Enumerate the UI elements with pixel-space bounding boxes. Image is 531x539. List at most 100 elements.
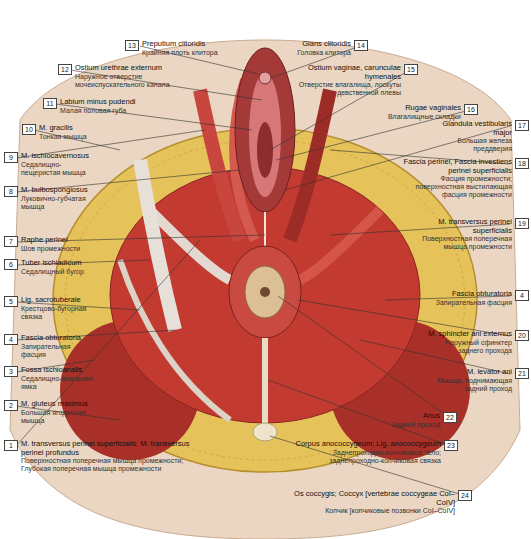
callout-number: 11: [43, 98, 57, 109]
russian-term: Шов промежности: [21, 245, 80, 253]
latin-term: Fascia obturatoria: [436, 290, 512, 299]
leader-line: [34, 130, 120, 150]
callout-number: 5: [4, 296, 18, 307]
callout: 8M. bulbospongiosusЛуковично-губчатая мы…: [4, 186, 99, 211]
russian-term: Большая железа преддверия: [425, 137, 512, 153]
russian-term: Седалищный бугор: [21, 268, 84, 276]
callout: 20M. sphincter ani externusНаружный сфин…: [425, 330, 529, 355]
callout-text: M. levator aniМышца, поднимающая задний …: [425, 368, 512, 393]
latin-term: Fascia perinei, Fascia investiens perine…: [398, 158, 512, 175]
latin-term: Tuber ischiadicum: [21, 259, 84, 268]
latin-term: Ostium urethrae externum: [75, 64, 198, 73]
ischial-tuberosity: [140, 160, 175, 330]
russian-term: Мышца, поднимающая задний проход: [425, 377, 512, 393]
latin-term: Preputium clitoridis: [142, 40, 218, 49]
russian-term: Седалищно-пещеристая мышца: [21, 161, 99, 177]
callout: 12Ostium urethrae externumНаружное отвер…: [58, 64, 198, 89]
russian-term: Большая ягодичная мышца: [21, 409, 104, 425]
callout-number: 24: [458, 490, 472, 501]
callout-text: Rugae vaginalesВлагалищные складки: [388, 104, 461, 121]
callout-number: 18: [515, 158, 529, 169]
callout-number: 4: [515, 290, 529, 301]
callout-number: 7: [4, 236, 18, 247]
callout-text: M. bulbospongiosusЛуковично-губчатая мыш…: [21, 186, 99, 211]
sacrotuberous-ligament: [120, 260, 230, 420]
callout-number: 12: [58, 64, 72, 75]
callout-text: Fascia obturatoriaЗапирательная фасция: [436, 290, 512, 307]
callout-text: AnusЗадний проход: [391, 412, 440, 429]
latin-term: M. gluteus maximus: [21, 400, 104, 409]
russian-term: Крайняя плоть клитора: [142, 49, 218, 57]
callout: 13Preputium clitoridisКрайняя плоть клит…: [125, 40, 250, 57]
latin-term: Glans clitoridis: [297, 40, 351, 49]
callout: 17Glandula vestibularis majorБольшая жел…: [425, 120, 529, 153]
leader-line: [271, 46, 360, 78]
russian-term: Головка клитора: [297, 49, 351, 57]
leader-line: [270, 436, 466, 496]
vestibule: [249, 73, 281, 197]
latin-term: Ostium vaginae, carunculae hymenales: [298, 64, 401, 81]
glans-clitoridis: [259, 72, 271, 84]
callout-text: M. ischiocavernosusСедалищно-пещеристая …: [21, 152, 99, 177]
leader-line: [276, 110, 470, 160]
callout-number: 13: [125, 40, 139, 51]
callout-number: 19: [515, 218, 529, 229]
leader-lines: [16, 46, 510, 496]
latin-term: Glandula vestibularis major: [425, 120, 512, 137]
callout-text: Corpus anococcygeum; Lig. anococcygeumЗа…: [288, 440, 441, 465]
latin-term: Fascia obturatoria: [21, 334, 89, 343]
russian-term: Отверстие влагалища, лоскуты девственной…: [298, 81, 401, 97]
callout: 4Fascia obturatoriaЗапирательная фасция: [4, 334, 89, 359]
callout: 7Raphe perineiШов промежности: [4, 236, 84, 253]
callout-text: M. sphincter ani externusНаружный сфинкт…: [425, 330, 512, 355]
callout-number: 3: [4, 366, 18, 377]
callout-text: Lig. sacrotuberaleКрестцово-бугорная свя…: [21, 296, 89, 321]
callout: 18Fascia perinei, Fascia investiens peri…: [398, 158, 529, 199]
callout: 9M. ischiocavernosusСедалищно-пещеристая…: [4, 152, 99, 177]
callout: 5Lig. sacrotuberaleКрестцово-бугорная св…: [4, 296, 89, 321]
callout-number: 17: [515, 120, 529, 131]
anococcygeal-body: [262, 338, 268, 425]
callout-number: 8: [4, 186, 18, 197]
callout: 24Os coccygis; Coccyx [vertebrae coccyge…: [288, 490, 472, 515]
callout: 6Tuber ischiadicumСедалищный бугор: [4, 259, 84, 276]
callout-text: Ostium vaginae, carunculae hymenalesОтве…: [298, 64, 401, 97]
transverse-muscle-right: [300, 210, 380, 280]
callout: 11Labium minus pudendiМалая половая губа: [43, 98, 138, 115]
latin-term: M. transversus perinei superficialis; M.…: [21, 440, 194, 457]
callout-text: M. gluteus maximusБольшая ягодичная мышц…: [21, 400, 104, 425]
callout-number: 20: [515, 330, 529, 341]
callout: 21M. levator aniМышца, поднимающая задни…: [425, 368, 529, 393]
callout-text: Labium minus pudendiМалая половая губа: [60, 98, 135, 115]
callout-text: M. transversus perinei superficialis; M.…: [21, 440, 194, 473]
russian-term: Наружный сфинктер заднего прохода: [425, 339, 512, 355]
russian-term: Копчик [копчиковые позвонки CoI–CoIV]: [288, 507, 455, 515]
russian-term: Поверхностная поперечная мышца промежнос…: [420, 235, 512, 251]
callout-number: 14: [354, 40, 368, 51]
callout-number: 21: [515, 368, 529, 379]
callout-text: Fascia obturatoriaЗапирательная фасция: [21, 334, 89, 359]
leader-line: [70, 70, 262, 100]
russian-term: Седалищно-анальная ямка: [21, 375, 94, 391]
latin-term: Fossa ischioanalis: [21, 366, 94, 375]
latin-term: Corpus anococcygeum; Lig. anococcygeum: [288, 440, 441, 449]
russian-term: Крестцово-бугорная связка: [21, 305, 89, 321]
callout-number: 22: [443, 412, 457, 423]
russian-term: Луковично-губчатая мышца: [21, 195, 99, 211]
callout: 22AnusЗадний проход: [380, 412, 457, 429]
callout-text: Raphe perineiШов промежности: [21, 236, 80, 253]
callout-number: 2: [4, 400, 18, 411]
callout-number: 10: [22, 124, 36, 135]
callout-text: Tuber ischiadicumСедалищный бугор: [21, 259, 84, 276]
callout: 19M. transversus perinei superficialisПо…: [420, 218, 529, 251]
callout-text: M. gracilisТонкая мышца: [39, 124, 87, 141]
russian-term: Заднепроходно-копчиковое тело; заднепрох…: [288, 449, 441, 465]
russian-term: Запирательная фасция: [21, 343, 89, 359]
russian-term: Задний проход: [391, 421, 440, 429]
callout: 4Fascia obturatoriaЗапирательная фасция: [430, 290, 529, 307]
callout: 16Rugae vaginalesВлагалищные складки: [376, 104, 478, 121]
leader-line: [268, 380, 450, 446]
callout-text: M. transversus perinei superficialisПове…: [420, 218, 512, 251]
callout-number: 6: [4, 259, 18, 270]
